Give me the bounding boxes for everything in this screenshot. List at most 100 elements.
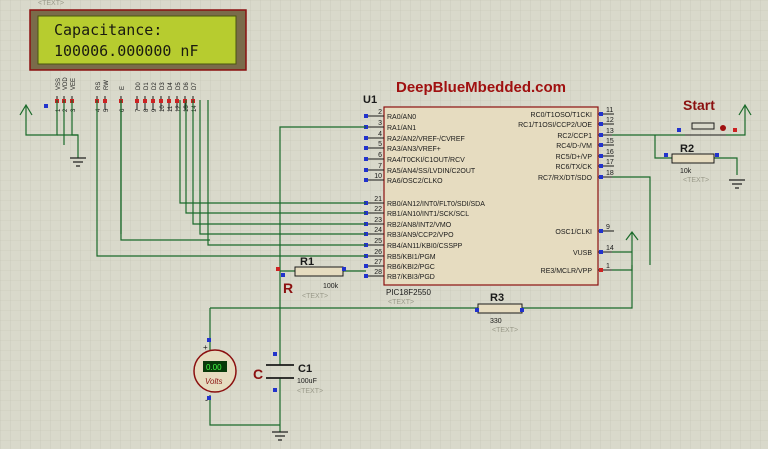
mcu-pin-terminal — [599, 175, 603, 179]
mcu-pin-name: RA1/AN1 — [387, 125, 416, 132]
mcu-pin-number: 23 — [374, 217, 382, 224]
r3-value: 330 — [490, 318, 502, 325]
lcd-pin-number: 5 — [104, 108, 110, 112]
lcd-pin-number: 2 — [63, 108, 69, 112]
mcu-pin-name: RB6/KBI2/PGC — [387, 264, 435, 271]
mcu-pin-terminal — [599, 133, 603, 137]
mcu-pin-name: RB3/AN9/CCP2/VPO — [387, 232, 454, 239]
lcd-pin-number: 13 — [184, 105, 190, 112]
lcd-pin-label: D1 — [144, 82, 150, 90]
voltmeter[interactable]: 0.00 Volts — [193, 349, 237, 393]
mcu-pin-name: VUSB — [573, 250, 592, 257]
mcu-pin-name: RC2/CCP1 — [557, 133, 592, 140]
top-text-tag: <TEXT> — [38, 0, 64, 7]
mcu-pin-terminal — [599, 268, 603, 272]
lcd-pin-label: D3 — [160, 82, 166, 90]
lcd-pin-label: D7 — [192, 82, 198, 90]
lcd-pin-number: 4 — [96, 108, 102, 112]
mcu-text-tag: <TEXT> — [388, 299, 414, 306]
lcd-pin-row: VSS1VDD2VEE3RS4RW5E6D07D18D29D310D411D51… — [55, 77, 198, 112]
mcu-pin-terminal — [599, 143, 603, 147]
mcu-pin-number: 28 — [374, 269, 382, 276]
mcu-left-pins: 2RA0/AN03RA1/AN14RA2/AN2/VREF-/CVREF5RA3… — [364, 109, 485, 281]
mcu-pin-name: RC0/T1OSO/T1CKI — [531, 112, 593, 119]
mcu-pin-name: RB7/KBI3/PGD — [387, 274, 435, 281]
ground-symbol-lcd — [70, 157, 86, 167]
mcu-pin-terminal — [364, 136, 368, 140]
mcu-pin-terminal — [364, 146, 368, 150]
brand-title: DeepBlueMbedded.com — [396, 79, 566, 96]
voltmeter-plus: + — [203, 343, 208, 352]
lcd-pin-label: D5 — [176, 82, 182, 90]
mcu-pin-terminal — [599, 229, 603, 233]
lcd-pin-label: VEE — [71, 78, 77, 90]
c1-capacitor[interactable] — [266, 364, 294, 379]
voltmeter-label: Volts — [205, 377, 223, 386]
mcu-pin-number: 24 — [374, 227, 382, 234]
lcd-pin-terminal — [183, 99, 187, 103]
r2-resistor[interactable] — [671, 153, 715, 164]
lcd-pin-label: D0 — [136, 82, 142, 90]
mcu-pin-name: OSC1/CLKI — [555, 229, 592, 236]
c1-value: 100uF — [297, 378, 317, 385]
mcu-pin-terminal — [599, 250, 603, 254]
ground-symbol-cap — [272, 431, 288, 441]
mcu-pin-number: 12 — [606, 117, 614, 124]
lcd-pin-label: E — [120, 86, 126, 90]
lcd-pin-terminal — [167, 99, 171, 103]
voltmeter-display-bg — [203, 361, 227, 372]
mcu-pin-number: 17 — [606, 159, 614, 166]
power-terminal-mclr — [625, 231, 639, 241]
mcu-pin-name: RC4/D-/VM — [556, 143, 592, 150]
lcd-pin-label: D4 — [168, 82, 174, 90]
lcd-pin-terminal — [151, 99, 155, 103]
c1-tag: <TEXT> — [297, 388, 323, 395]
r1-value: 100k — [323, 283, 339, 290]
r3-tag: <TEXT> — [492, 327, 518, 334]
r2-tag: <TEXT> — [683, 177, 709, 184]
r3-resistor[interactable] — [477, 303, 523, 314]
lcd-pin-number: 1 — [56, 108, 62, 112]
mcu-pin-name: RA6/OSC2/CLKO — [387, 178, 443, 185]
mcu-pin-terminal — [364, 114, 368, 118]
mcu-pin-number: 15 — [606, 138, 614, 145]
mcu-pin-name: RA0/AN0 — [387, 114, 416, 121]
lcd-pin-number: 9 — [152, 108, 158, 112]
lcd-pin-terminal — [143, 99, 147, 103]
mcu-pin-number: 10 — [374, 173, 382, 180]
mcu-pin-name: RC1/T1OSI/CCP2/UOE — [518, 122, 592, 129]
mcu-pin-name: RB1/AN10/INT1/SCK/SCL — [387, 211, 469, 218]
mcu-pin-name: RB5/KBI1/PGM — [387, 254, 436, 261]
mcu-pin-number: 26 — [374, 249, 382, 256]
mcu-pin-terminal — [599, 164, 603, 168]
mcu-pin-name: RE3/MCLR/VPP — [541, 268, 593, 275]
r1-resistor[interactable] — [294, 266, 344, 277]
mcu-pin-number: 9 — [606, 224, 610, 231]
lcd-pin-label: VDD — [63, 77, 69, 90]
lcd-pin-number: 3 — [71, 108, 77, 112]
mcu-pin-number: 11 — [606, 107, 613, 114]
mcu-pin-name: RB4/AN11/KBI0/CSSPP — [387, 243, 463, 250]
lcd-pin-number: 14 — [192, 105, 198, 112]
c1-ref: C1 — [298, 363, 312, 375]
lcd-pin-terminal — [175, 99, 179, 103]
lcd-module[interactable]: Capacitance: 100006.000000 nF VSS1VDD2VE… — [29, 9, 247, 112]
mcu-pin-name: RC6/TX/CK — [555, 164, 592, 171]
mcu-pin-terminal — [364, 178, 368, 182]
mcu-chip-body[interactable] — [383, 106, 599, 286]
lcd-pin-terminal — [103, 99, 107, 103]
r1-ref: R1 — [300, 256, 314, 268]
mcu-pin-number: 21 — [374, 196, 382, 203]
start-pushbutton[interactable] — [677, 122, 737, 136]
r2-ref: R2 — [680, 143, 694, 155]
lcd-pin-terminal — [135, 99, 139, 103]
mcu-pin-number: 16 — [606, 149, 614, 156]
mcu-pin-terminal — [599, 122, 603, 126]
lcd-pin-number: 7 — [136, 108, 142, 112]
r3-ref: R3 — [490, 292, 504, 304]
voltmeter-display: 0.00 — [206, 363, 222, 372]
mcu-pin-number: 5 — [378, 141, 382, 148]
mcu-pin-number: 13 — [606, 128, 614, 135]
voltmeter-minus: - — [205, 395, 208, 405]
lcd-pin-number: 12 — [176, 105, 182, 112]
